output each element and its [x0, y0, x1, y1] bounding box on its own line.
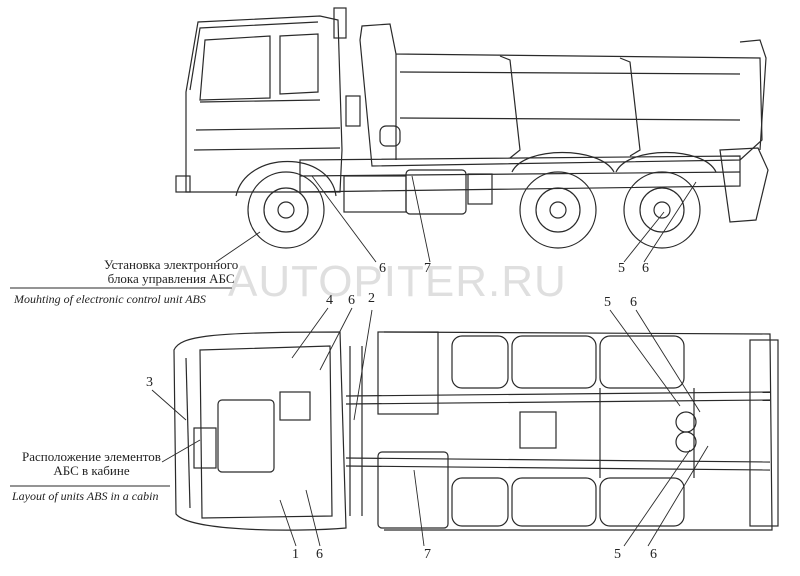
callout-3: 3	[146, 375, 153, 390]
side-view-caption-ru: Установка электронного блока управления …	[104, 257, 239, 286]
callout-5: 5	[618, 261, 625, 276]
callout-6: 6	[348, 293, 355, 308]
side-view-leaders	[10, 175, 697, 289]
callout-6: 6	[379, 261, 386, 276]
side-view-truck	[175, 7, 769, 223]
callout-7: 7	[424, 261, 431, 276]
top-view-caption-en: Layout of units ABS in a cabin	[12, 489, 159, 503]
callout-6: 6	[642, 261, 649, 276]
side-view-wheels	[247, 171, 701, 249]
callout-4: 4	[326, 293, 333, 308]
callout-7: 7	[424, 547, 431, 562]
callout-6: 6	[316, 547, 323, 562]
callout-6: 6	[630, 295, 637, 310]
callout-5: 5	[614, 547, 621, 562]
side-view-caption-en: Mouhting of electronic control unit ABS	[14, 292, 206, 306]
top-view-caption-ru: Расположение элементов АБС в кабине	[22, 449, 161, 478]
top-view-truck	[173, 331, 779, 531]
watermark: AUTOPITER.RU	[228, 257, 567, 306]
callout-5: 5	[604, 295, 611, 310]
top-view-leaders	[10, 307, 709, 547]
callout-1: 1	[292, 547, 299, 562]
callout-2: 2	[368, 291, 375, 306]
callout-6: 6	[650, 547, 657, 562]
